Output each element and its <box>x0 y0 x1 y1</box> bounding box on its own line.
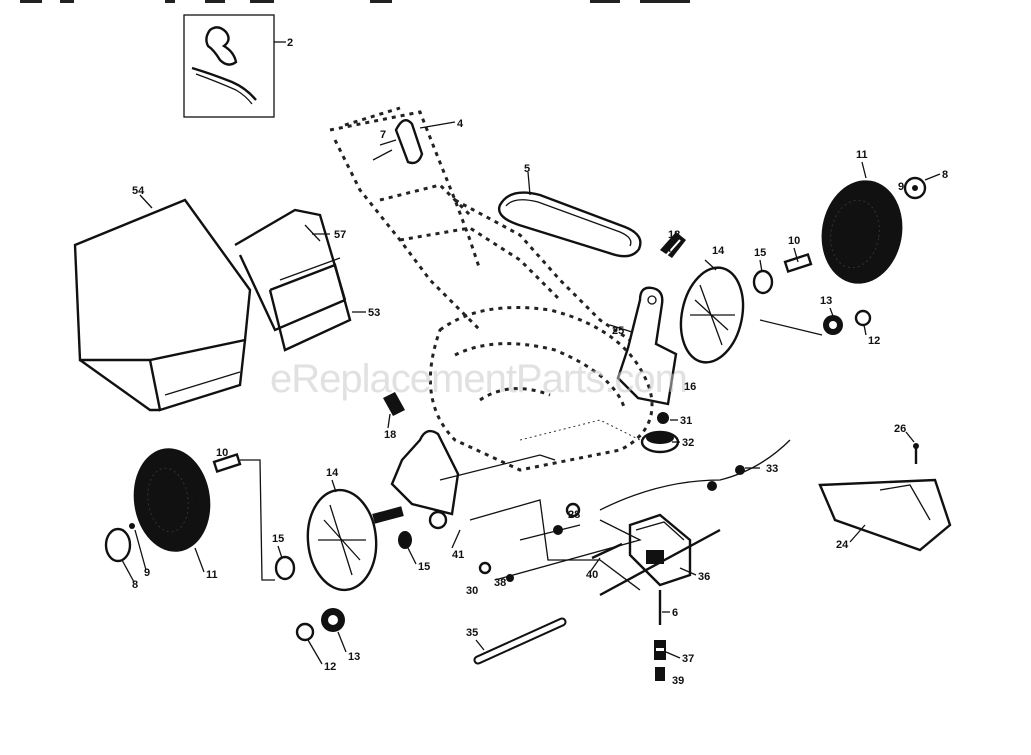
spring-lower[interactable] <box>383 392 405 416</box>
fitting-39[interactable] <box>655 667 665 681</box>
bearing[interactable] <box>657 412 669 424</box>
bag-frame[interactable] <box>234 208 366 352</box>
transmission[interactable] <box>599 513 721 597</box>
label-15-right: 15 <box>754 247 766 259</box>
axle-bolt-left[interactable] <box>212 453 275 581</box>
fitting-37[interactable] <box>654 640 666 660</box>
label-57: 57 <box>334 229 346 241</box>
label-12-right: 12 <box>868 335 880 347</box>
deflector-pin[interactable] <box>913 443 919 464</box>
hub-cap-left[interactable] <box>104 523 135 563</box>
label-16: 16 <box>684 381 696 393</box>
label-31: 31 <box>680 415 692 427</box>
gear-right[interactable] <box>759 315 843 336</box>
gear-left[interactable] <box>321 608 345 632</box>
label-18-lower: 18 <box>384 429 396 441</box>
label-32: 32 <box>682 437 694 449</box>
drive-belt[interactable] <box>498 171 642 258</box>
label-24: 24 <box>836 539 849 551</box>
label-41: 41 <box>452 549 464 561</box>
label-40: 40 <box>586 569 598 581</box>
label-2: 2 <box>287 37 293 49</box>
leader-lines <box>121 161 915 665</box>
axle-left[interactable] <box>372 506 404 524</box>
rear-deflector[interactable] <box>818 478 952 552</box>
label-36: 36 <box>698 571 710 583</box>
label-53: 53 <box>368 307 380 319</box>
spring-upper[interactable] <box>660 232 686 259</box>
label-10-right: 10 <box>788 235 800 247</box>
label-4: 4 <box>457 118 464 130</box>
label-12-left: 12 <box>324 661 336 673</box>
axle-bolt-right[interactable] <box>783 253 813 273</box>
handle-bracket[interactable] <box>372 118 456 165</box>
label-6: 6 <box>672 607 678 619</box>
label-28: 28 <box>568 509 580 521</box>
label-15-middle: 15 <box>418 561 430 573</box>
linkage-rods[interactable] <box>439 454 642 591</box>
drive-cable[interactable] <box>599 439 791 511</box>
rear-wheel-right[interactable] <box>814 174 911 290</box>
watermark-text: eReplacementParts.com <box>270 357 687 401</box>
label-33: 33 <box>766 463 778 475</box>
label-39: 39 <box>672 675 684 687</box>
label-38: 38 <box>494 577 506 589</box>
label-9-left: 9 <box>144 567 150 579</box>
part-labels: 2 4 7 5 11 9 8 54 57 53 18 14 15 10 25 1… <box>132 37 948 687</box>
label-25: 25 <box>612 325 624 337</box>
rear-wheel-left[interactable] <box>127 443 217 557</box>
label-11-right: 11 <box>856 149 868 161</box>
label-10-left: 10 <box>216 447 228 459</box>
height-adjuster-right[interactable] <box>609 286 678 406</box>
label-13-left: 13 <box>348 651 360 663</box>
nut-left[interactable] <box>295 622 315 642</box>
label-15-left: 15 <box>272 533 284 545</box>
label-5: 5 <box>524 163 530 175</box>
part-2-inset[interactable] <box>183 14 286 118</box>
grass-catcher-bag[interactable] <box>73 194 252 412</box>
hub-bolt-right[interactable] <box>903 173 941 200</box>
label-13-right: 13 <box>820 295 832 307</box>
label-35: 35 <box>466 627 478 639</box>
spring-40[interactable] <box>591 542 623 560</box>
drive-shaft[interactable] <box>473 617 567 665</box>
washer-right[interactable] <box>752 269 774 295</box>
rear-wheel-disc-right[interactable] <box>673 259 752 368</box>
rear-wheel-disc-left[interactable] <box>304 487 380 593</box>
height-adjuster-left[interactable] <box>390 429 461 549</box>
label-37: 37 <box>682 653 694 665</box>
label-26: 26 <box>894 423 906 435</box>
label-14-left: 14 <box>326 467 339 479</box>
label-54: 54 <box>132 185 145 197</box>
label-9-right: 9 <box>898 181 904 193</box>
handle-assembly[interactable] <box>329 106 631 342</box>
label-14-right: 14 <box>712 245 725 257</box>
label-18-upper: 18 <box>668 229 680 241</box>
label-8-right: 8 <box>942 169 948 181</box>
label-30: 30 <box>466 585 478 597</box>
nut-right[interactable] <box>854 309 872 327</box>
cropped-header-text <box>20 0 690 3</box>
washer-left[interactable] <box>274 555 296 581</box>
washer-middle[interactable] <box>398 531 412 549</box>
label-11-left: 11 <box>206 569 218 581</box>
mower-deck[interactable] <box>428 306 654 472</box>
label-8-left: 8 <box>132 579 138 591</box>
label-7: 7 <box>380 129 386 141</box>
